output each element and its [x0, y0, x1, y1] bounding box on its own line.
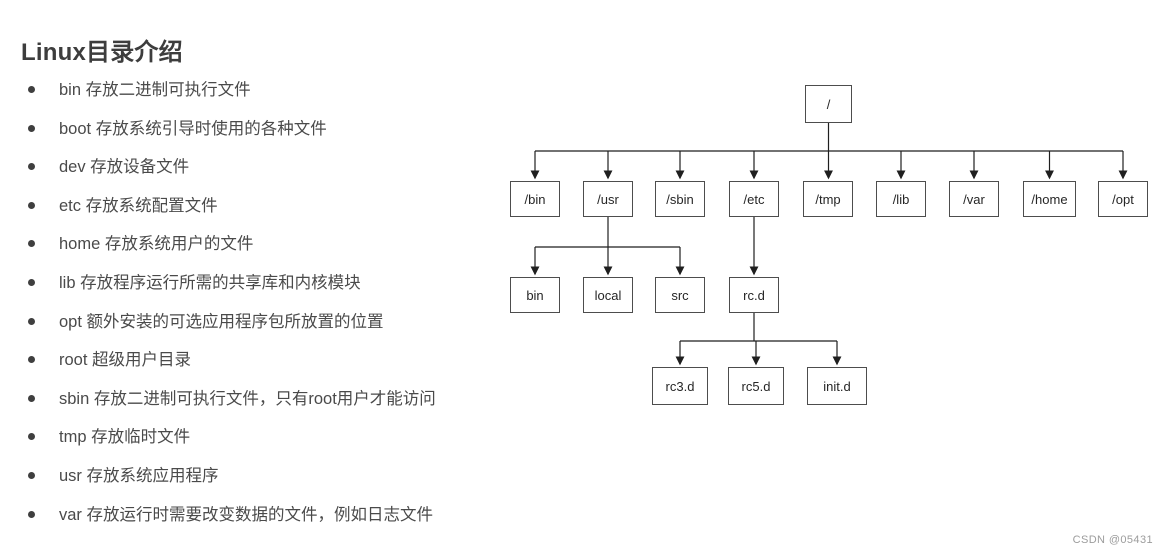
tree-node-home: /home [1023, 181, 1076, 217]
bullet-icon [28, 317, 35, 325]
bullet-icon [28, 471, 35, 479]
list-item-tmp: tmp 存放临时文件 [20, 427, 436, 466]
list-item-text: usr 存放系统应用程序 [59, 466, 219, 485]
list-item-text: dev 存放设备文件 [59, 158, 190, 177]
list-item-sbin: sbin 存放二进制可执行文件，只有root用户才能访问 [20, 389, 436, 428]
tree-node-bin: /bin [510, 181, 560, 217]
bullet-icon [28, 124, 35, 132]
list-item-var: var 存放运行时需要改变数据的文件，例如日志文件 [20, 505, 436, 544]
list-item-usr: usr 存放系统应用程序 [20, 466, 436, 505]
tree-node-etc: /etc [729, 181, 779, 217]
bullet-icon [28, 278, 35, 286]
bullet-icon [28, 86, 35, 93]
list-item-root: root 超级用户目录 [20, 350, 436, 389]
list-item-dev: dev 存放设备文件 [20, 157, 436, 196]
list-item-text: root 超级用户目录 [59, 351, 192, 370]
page-title: Linux目录介绍 [21, 39, 183, 67]
bullet-icon [28, 240, 35, 248]
tree-connectors [530, 123, 1128, 366]
directory-tree-diagram: / /bin /usr /sbin /etc /tmp /lib /var /h… [490, 75, 1163, 415]
bullet-icon [28, 163, 35, 171]
tree-node-etc-rcd: rc.d [729, 277, 779, 313]
tree-node-usr-bin: bin [510, 277, 560, 313]
bullet-icon [28, 201, 35, 209]
tree-node-tmp: /tmp [803, 181, 853, 217]
list-item-text: boot 存放系统引导时使用的各种文件 [59, 119, 327, 138]
tree-node-var: /var [949, 181, 999, 217]
tree-node-lib: /lib [876, 181, 926, 217]
list-item-text: var 存放运行时需要改变数据的文件，例如日志文件 [59, 505, 434, 524]
tree-node-initd: init.d [807, 367, 867, 405]
list-item-opt: opt 额外安装的可选应用程序包所放置的位置 [20, 312, 436, 351]
list-item-text: opt 额外安装的可选应用程序包所放置的位置 [59, 312, 384, 331]
directory-description-list: bin 存放二进制可执行文件 boot 存放系统引导时使用的各种文件 dev 存… [20, 80, 436, 543]
tree-node-usr-local: local [583, 277, 633, 313]
tree-node-usr: /usr [583, 181, 633, 217]
list-item-text: home 存放系统用户的文件 [59, 235, 254, 254]
tree-node-root: / [805, 85, 852, 123]
list-item-text: tmp 存放临时文件 [59, 428, 191, 447]
bullet-icon [28, 356, 35, 364]
bullet-icon [28, 433, 35, 441]
bullet-icon [28, 394, 35, 402]
tree-node-rc3d: rc3.d [652, 367, 708, 405]
list-item-etc: etc 存放系统配置文件 [20, 196, 436, 235]
list-item-bin: bin 存放二进制可执行文件 [20, 80, 436, 119]
bullet-icon [28, 510, 35, 518]
list-item-text: bin 存放二进制可执行文件 [59, 81, 251, 99]
list-item-text: sbin 存放二进制可执行文件，只有root用户才能访问 [59, 389, 436, 408]
list-item-text: etc 存放系统配置文件 [59, 196, 218, 215]
tree-node-opt: /opt [1098, 181, 1148, 217]
tree-node-sbin: /sbin [655, 181, 705, 217]
list-item-home: home 存放系统用户的文件 [20, 234, 436, 273]
list-item-lib: lib 存放程序运行所需的共享库和内核模块 [20, 273, 436, 312]
tree-node-rc5d: rc5.d [728, 367, 784, 405]
tree-node-usr-src: src [655, 277, 705, 313]
csdn-watermark: CSDN @05431 [1072, 534, 1153, 546]
list-item-boot: boot 存放系统引导时使用的各种文件 [20, 119, 436, 158]
list-item-text: lib 存放程序运行所需的共享库和内核模块 [59, 273, 361, 292]
